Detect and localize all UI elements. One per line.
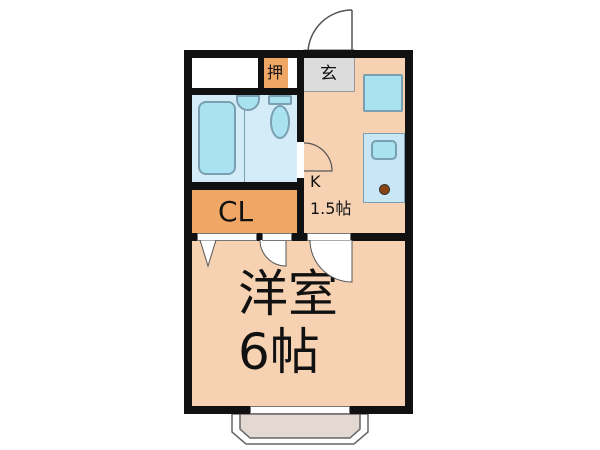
western-room-label: 洋室: [238, 265, 338, 323]
western-room: 洋室 6帖: [192, 241, 405, 406]
closet-label: CL: [218, 195, 254, 228]
closet-door-swing: [199, 240, 287, 268]
storage-shelf: [192, 58, 258, 88]
window[interactable]: [250, 406, 350, 414]
closet: CL: [192, 190, 297, 233]
western-room-size: 6帖: [238, 323, 320, 381]
oshiire-label: 押: [267, 63, 284, 82]
kitchen-label: K: [310, 172, 321, 191]
toilet: [270, 105, 290, 139]
kitchen: 玄 K 1.5帖: [304, 58, 405, 233]
kitchen-sink: [371, 140, 397, 160]
bathroom-door-swing: [304, 142, 333, 172]
entry-door-swing: [303, 9, 355, 55]
oshiire-door[interactable]: [288, 58, 297, 88]
entrance: 玄: [304, 58, 355, 92]
room-door-swing: [309, 240, 353, 283]
refrigerator: [363, 74, 403, 112]
washbasin: [236, 95, 260, 111]
oshiire-closet: 押: [264, 58, 288, 88]
closet-door-2[interactable]: [262, 233, 292, 241]
stove-burner-icon: [379, 184, 390, 195]
kitchen-counter: [363, 133, 405, 203]
bathroom-door[interactable]: [297, 142, 305, 178]
bathtub: [198, 101, 236, 175]
kitchen-size: 1.5帖: [310, 199, 352, 218]
bath-divider: [244, 95, 245, 182]
closet-door[interactable]: [197, 233, 257, 241]
entrance-label: 玄: [320, 64, 337, 84]
balcony: [231, 413, 369, 445]
bathroom: [192, 95, 297, 182]
toilet-tank: [268, 95, 292, 105]
